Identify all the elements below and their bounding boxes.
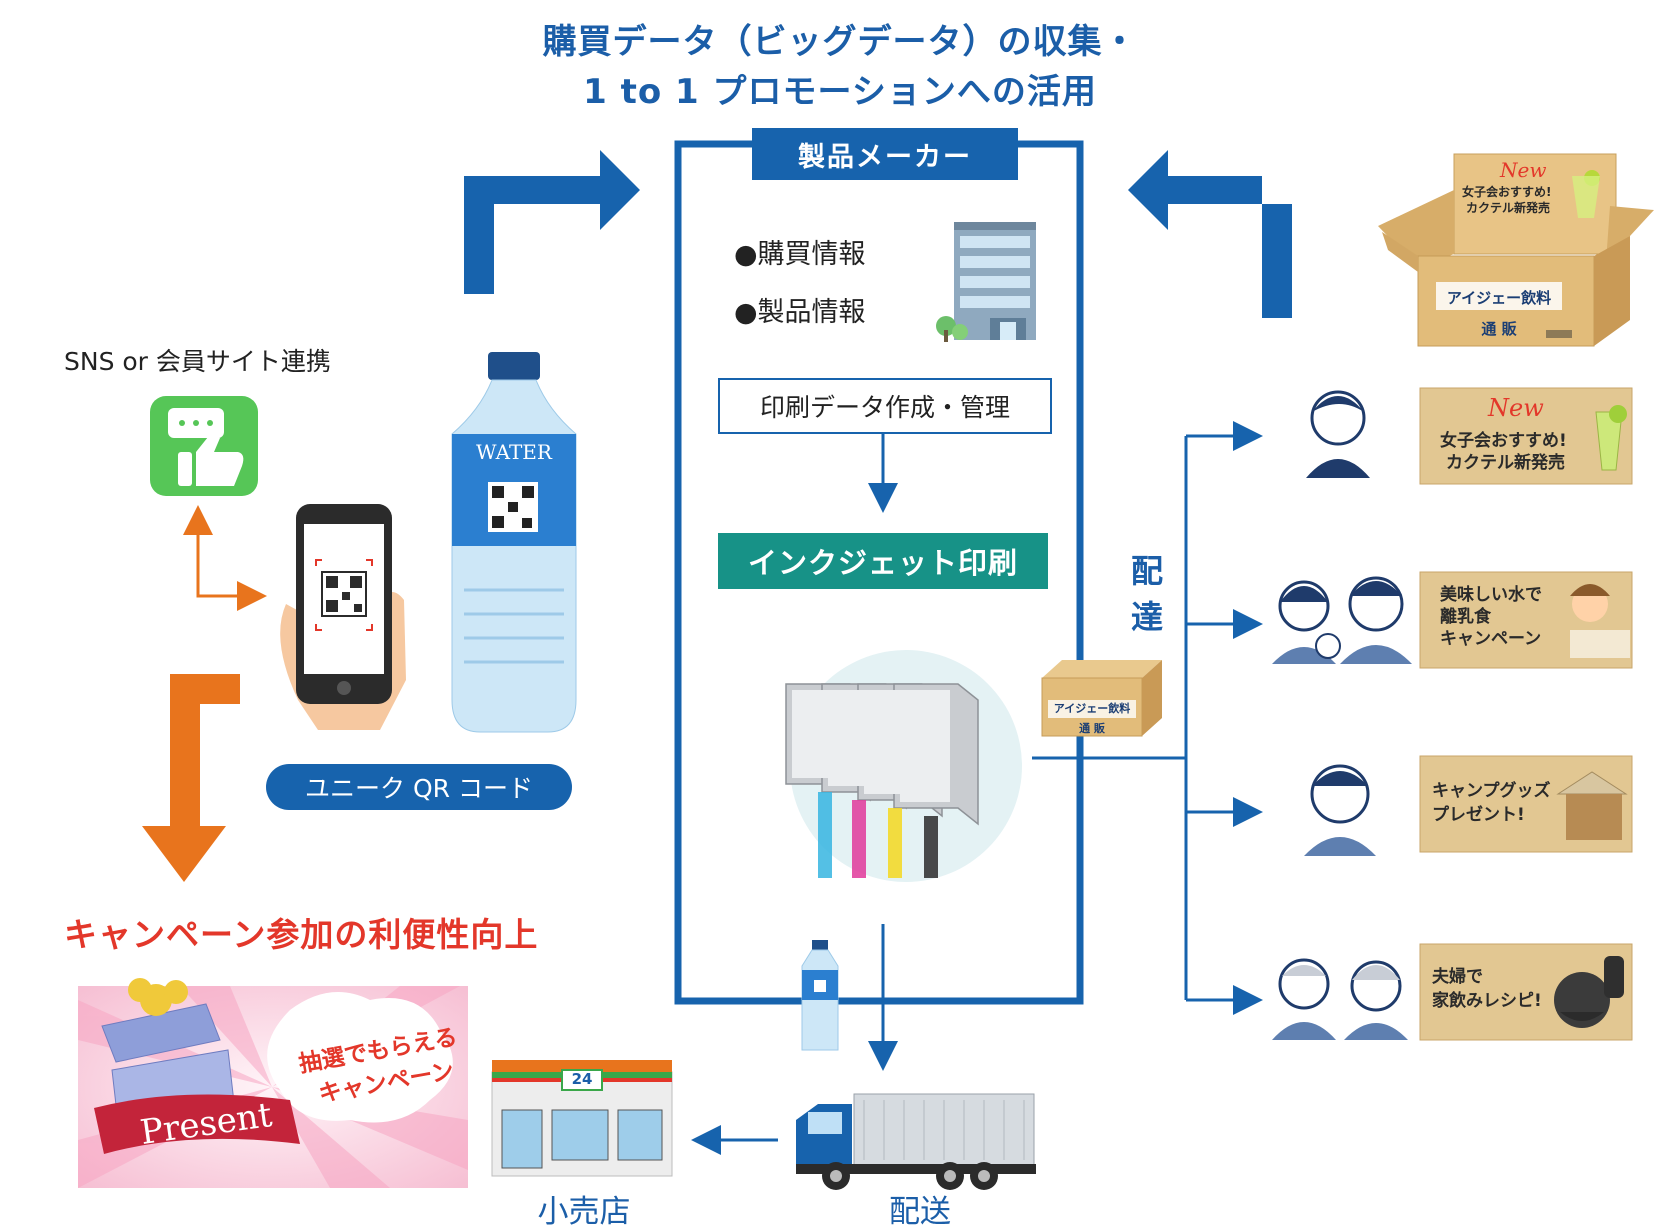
small-box-sub: 通 販 — [1079, 722, 1105, 735]
open-box-new: New — [1500, 158, 1547, 182]
building-icon — [936, 222, 1036, 342]
delivery-truck-icon — [796, 1093, 1036, 1190]
promo-1-line-1: 女子会おすすめ! — [1440, 431, 1567, 451]
promo-4-line-1: 夫婦で — [1432, 967, 1483, 987]
header-line-1: 購買データ（ビッグデータ）の収集・ — [542, 22, 1138, 62]
campaign-title: キャンペーン参加の利便性向上 — [64, 915, 539, 954]
promo-2-line-2: 離乳食 — [1440, 607, 1491, 627]
promo-3-line-1: キャンプグッズ — [1432, 781, 1551, 801]
promo-2-line-1: 美味しい水で — [1440, 585, 1542, 605]
person-family-icon — [1272, 576, 1412, 664]
info-purchase: ●購買情報 — [734, 239, 866, 270]
small-box-brand: アイジェー飲料 — [1053, 702, 1131, 715]
promo-4-line-2: 家飲みレシピ! — [1432, 991, 1542, 1011]
inkjet-heads-illustration — [785, 683, 979, 878]
person-man-icon — [1304, 764, 1376, 856]
promo-1-line-2: カクテル新発売 — [1446, 453, 1565, 473]
maker-title: 製品メーカー — [752, 128, 1018, 180]
shipping-box-small — [1041, 660, 1162, 737]
sns-label: SNS or 会員サイト連携 — [64, 347, 331, 376]
open-box-brand: アイジェー飲料 — [1446, 289, 1552, 307]
person-elderly-couple-icon — [1272, 958, 1408, 1040]
bottle-label: WATER — [476, 440, 552, 464]
store-label: 小売店 — [537, 1194, 631, 1230]
promo-3-line-2: プレゼント! — [1432, 805, 1525, 825]
info-product: ●製品情報 — [734, 297, 866, 328]
small-bottle-icon — [801, 940, 839, 1051]
promo-2-line-3: キャンペーン — [1440, 629, 1542, 649]
smartphone-illustration — [280, 504, 406, 730]
print-data-box: 印刷データ作成・管理 — [718, 378, 1052, 434]
promo-1-new: New — [1488, 394, 1544, 422]
sns-like-icon — [150, 396, 258, 496]
open-box-promo-1: 女子会おすすめ! — [1462, 185, 1552, 199]
flow-arrow-from-box — [1128, 150, 1292, 318]
open-box-illustration — [1378, 153, 1654, 347]
shipping-label: 配送 — [889, 1194, 951, 1230]
person-woman-icon — [1306, 390, 1370, 478]
qr-code-pill: ユニーク QR コード — [266, 764, 572, 810]
delivery-label: 配達 — [1130, 552, 1163, 636]
inkjet-label: インクジェット印刷 — [718, 533, 1048, 589]
store-sign: 24 — [571, 1070, 593, 1088]
promo-cards — [1419, 387, 1633, 1041]
present-panel — [78, 978, 468, 1188]
convenience-store-icon — [491, 1060, 673, 1177]
open-box-sub: 通 販 — [1481, 320, 1517, 338]
open-box-promo-2: カクテル新発売 — [1466, 201, 1551, 215]
header-line-2: 1 to 1 プロモーションへの活用 — [583, 72, 1097, 112]
flow-arrow-to-maker — [464, 150, 640, 294]
water-bottle-illustration — [451, 352, 577, 733]
